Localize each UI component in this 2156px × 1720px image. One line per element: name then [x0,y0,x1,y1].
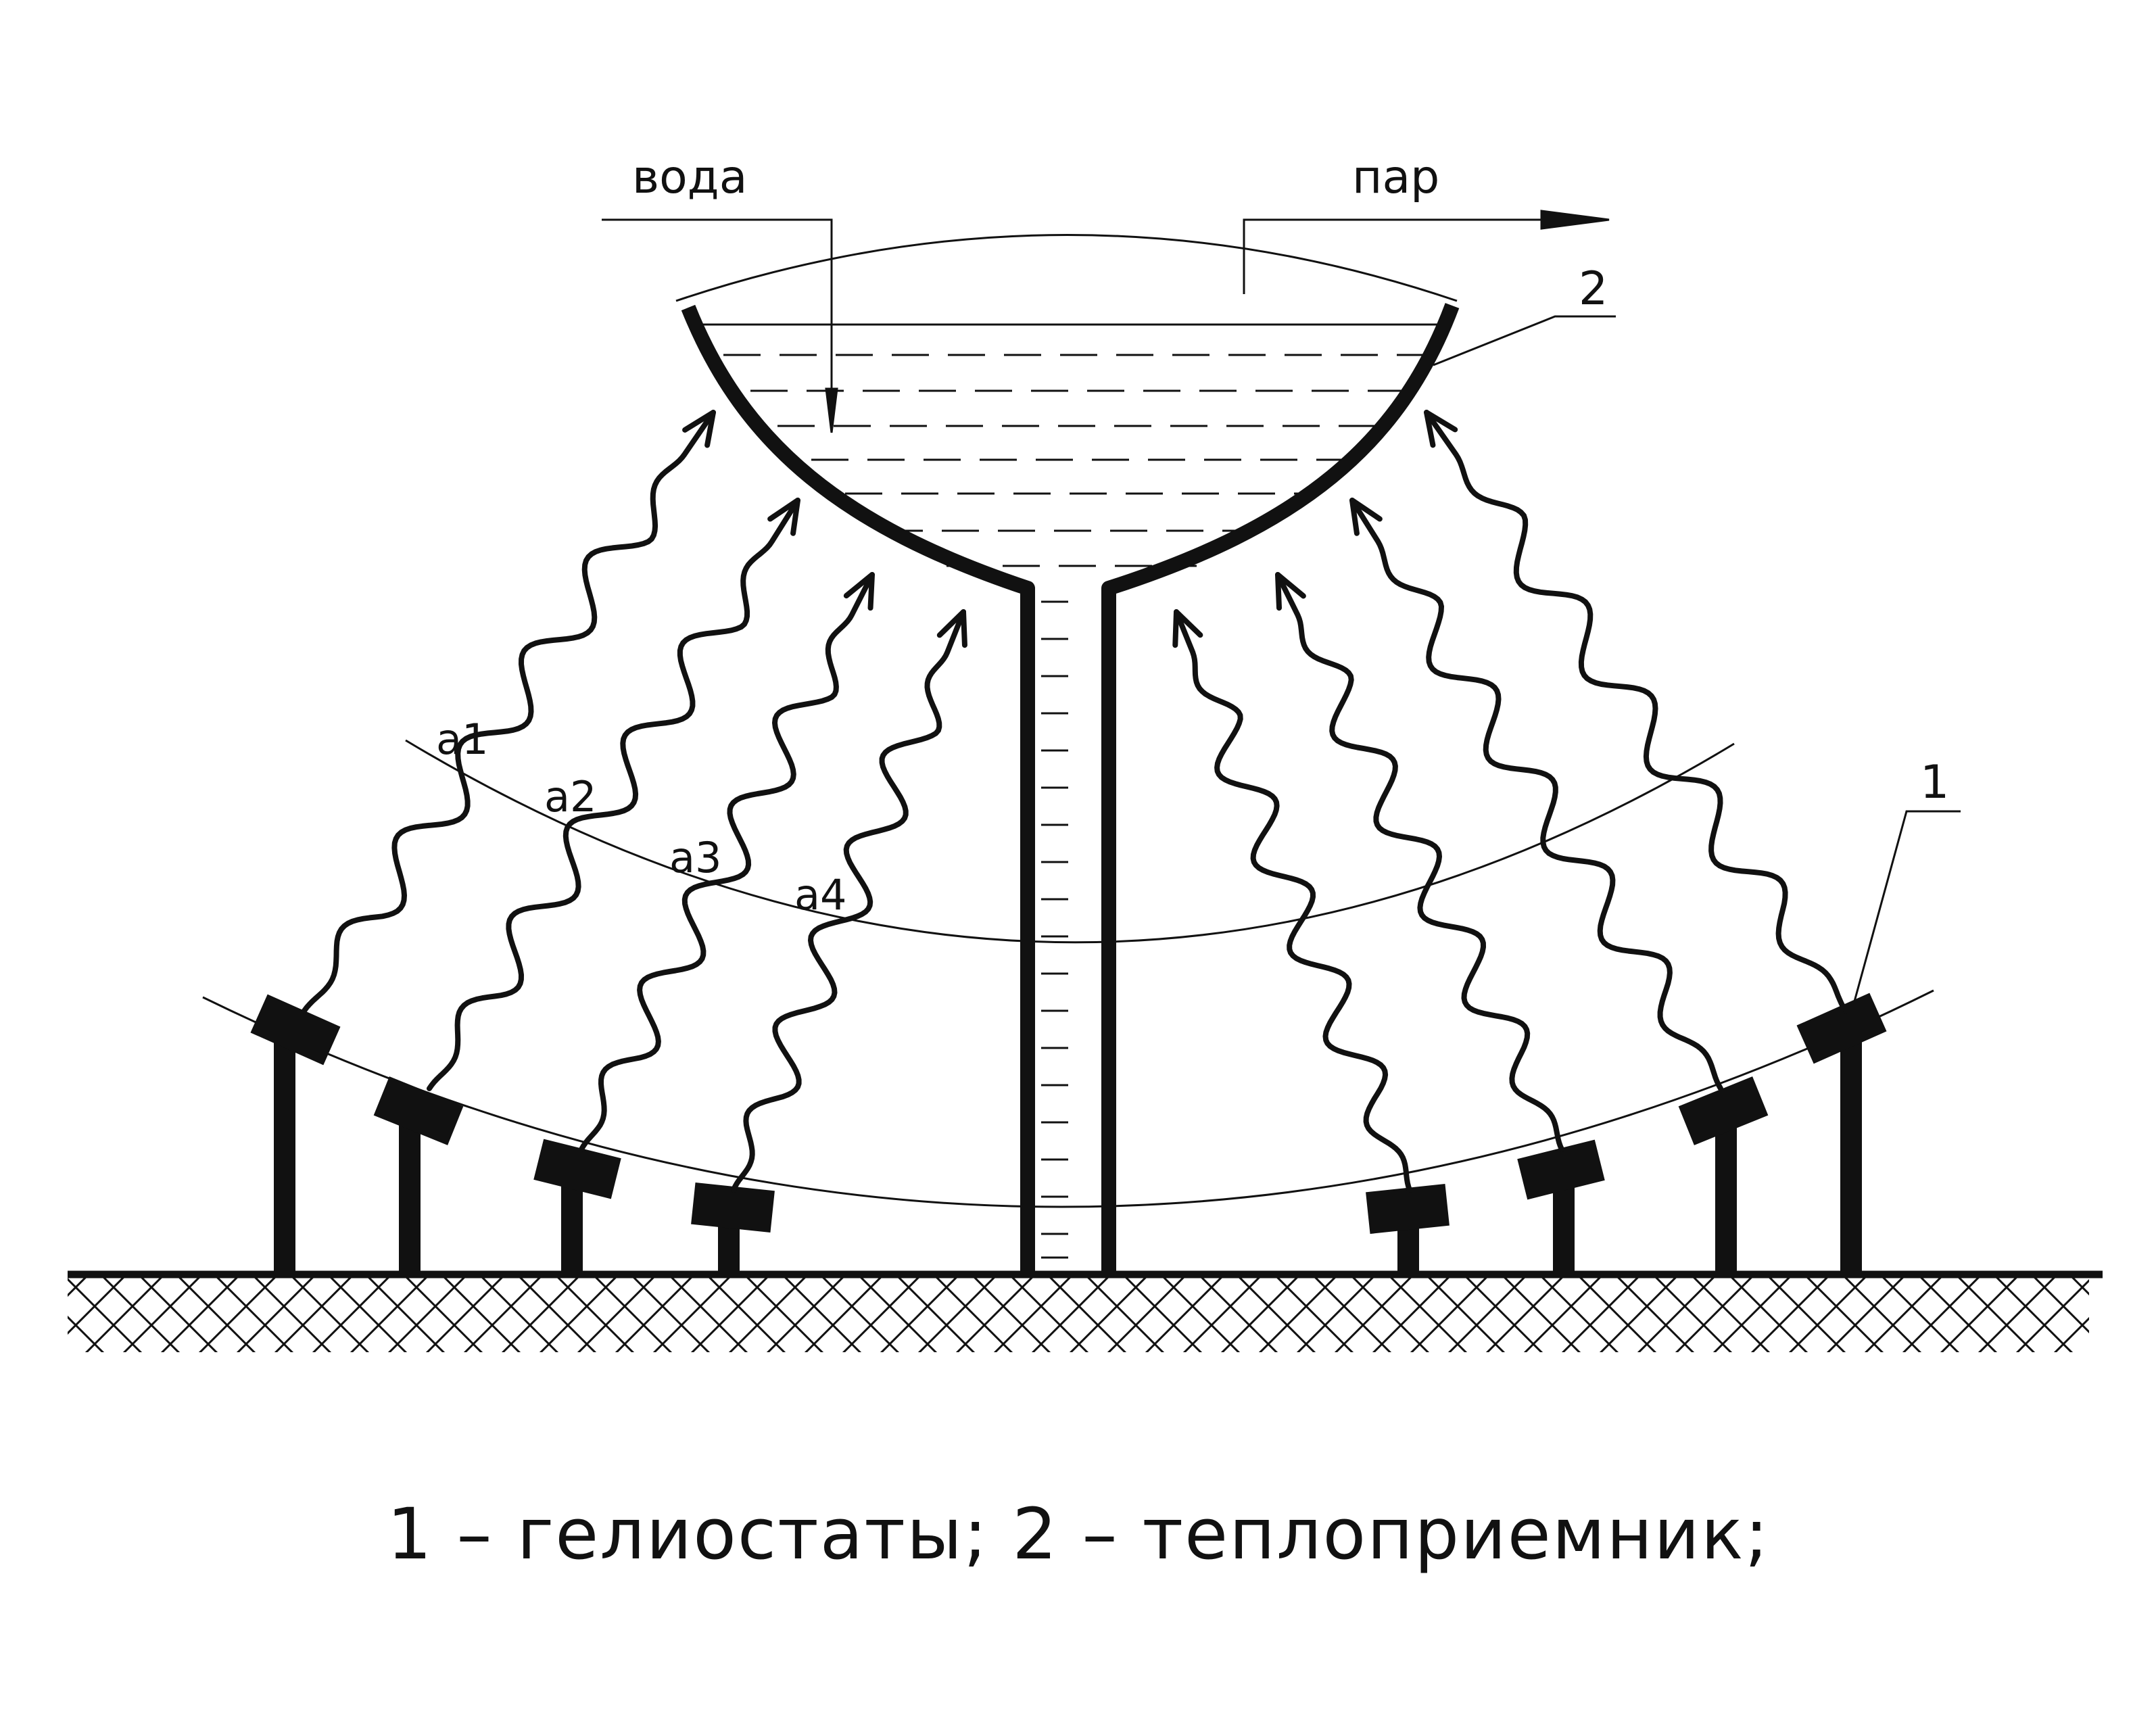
tower-ticks [1041,600,1068,1259]
radiation-rays [302,410,1848,1193]
heliostat [1796,993,1887,1274]
radiation-ray [579,572,875,1152]
ground [68,1270,2103,1352]
radiation-ray [731,609,966,1193]
leader-lines [1433,315,1961,1022]
radiation-ray-arrowhead [767,498,800,536]
steam-outlet-arrow [1243,210,1610,294]
heliostat [1678,1076,1769,1274]
radiation-ray [1349,498,1723,1091]
radiation-ray [302,410,716,1013]
radiation-ray-arrowhead [843,572,875,611]
water-level [696,323,1447,567]
angle-label-a2: a2 [544,772,596,821]
water-inlet-arrow [602,218,838,433]
water-label: вода [632,151,747,204]
angle-label-a3: a3 [669,833,721,882]
radiation-ray-arrowhead [1424,410,1458,448]
radiation-ray-arrowhead [1349,498,1383,536]
receiver [681,303,1460,1271]
heliostat [1366,1184,1450,1274]
angle-label-a1: a1 [436,715,488,764]
heliostat [691,1182,775,1274]
radiation-ray-arrowhead [1172,609,1203,648]
radiation-ray [427,498,800,1091]
angle-arcs [202,739,1934,1208]
heliostat [250,994,341,1274]
receiver-top-arc [675,234,1458,302]
radiation-ray-arrowhead [936,609,967,648]
radiation-ray-arrowhead [1275,572,1306,611]
heliostat [373,1076,464,1274]
radiation-ray-arrowhead [682,410,716,448]
receiver-ref-number: 2 [1579,262,1608,316]
radiation-ray [1275,572,1564,1152]
caption: 1 – гелиостаты; 2 – теплоприемник; [387,1493,1769,1575]
heliostats [250,993,1887,1274]
heliostat [533,1139,621,1274]
heliostat-ref-number: 1 [1920,756,1949,809]
heliostat [1517,1139,1605,1274]
radiation-ray [1424,410,1848,1013]
steam-label: пар [1352,151,1439,204]
radiation-ray [1174,609,1412,1193]
angle-label-a4: a4 [794,870,846,919]
